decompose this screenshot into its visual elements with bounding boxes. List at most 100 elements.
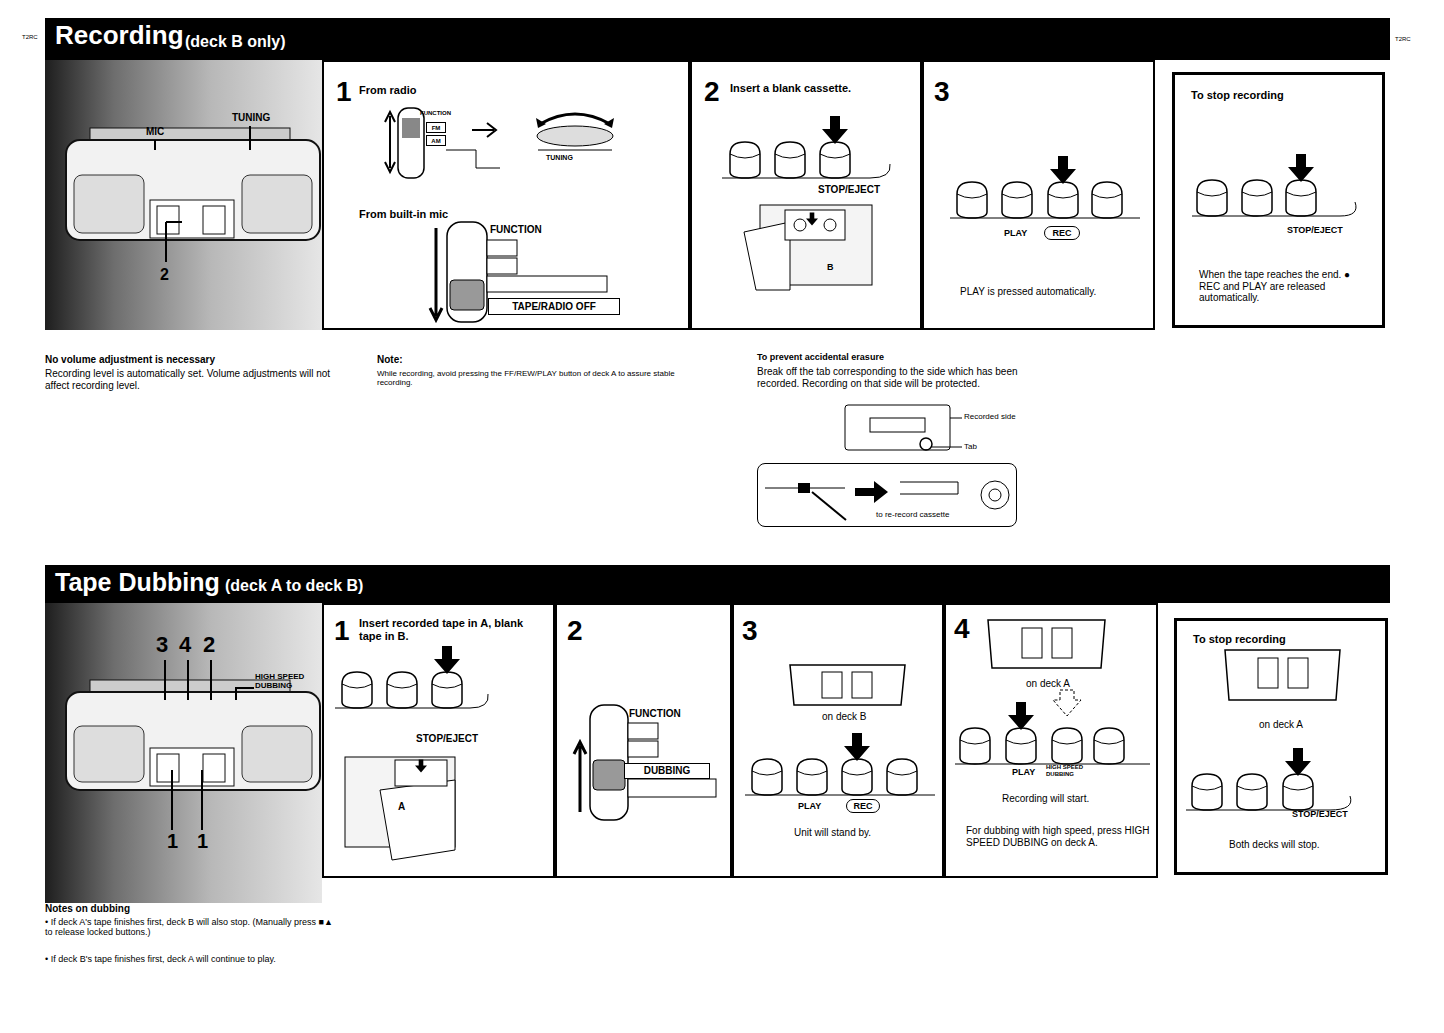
stop-panel: To stop recordingSTOP/EJECT When the tape… [1172, 72, 1385, 328]
deck-button [957, 182, 987, 218]
cassette-bay [150, 200, 234, 238]
step-number: 2 [704, 76, 720, 108]
reel [794, 219, 806, 231]
deck-button [1237, 774, 1267, 810]
switch-position-box: TAPE/RADIO OFF [488, 298, 620, 315]
node-text: on deck A [1026, 678, 1070, 690]
press-arrow [1285, 748, 1311, 776]
slide-switch [590, 705, 628, 820]
step-number: 1 [336, 76, 352, 108]
deck-door [744, 222, 790, 290]
callout-number: 4 [179, 632, 191, 657]
switch-position-box: DUBBING [624, 763, 710, 779]
node-text: STOP/EJECT [1287, 225, 1343, 235]
dial-rule [538, 150, 612, 151]
node-text: to re-record cassette [876, 510, 949, 519]
callout-number: 1 [197, 830, 208, 853]
press-arrow [1050, 156, 1076, 184]
box-label: DUBBING [644, 766, 691, 776]
tab-hole [798, 483, 810, 493]
step-number: 3 [742, 615, 758, 647]
node-text: When the tape reaches the end. ● REC and… [1199, 269, 1371, 304]
note-text: Recording level is automatically set. Vo… [45, 368, 345, 391]
note-text: • If deck A's tape finishes first, deck … [45, 917, 335, 938]
button-base [1192, 202, 1356, 216]
note-text: While recording, avoid pressing the FF/R… [377, 369, 697, 387]
note-text: No volume adjustment is necessary [45, 354, 215, 366]
speaker [242, 175, 312, 233]
note-text: T2RC [22, 34, 38, 41]
button-base [335, 694, 488, 708]
deck-b-art [745, 665, 935, 795]
radio-photo [45, 60, 322, 330]
position-box [628, 723, 658, 739]
speaker [74, 726, 144, 782]
step-number: 4 [954, 613, 970, 645]
step-panel: 4 on deck A PLAY HIGH SPEED DUBBING Recordin… [944, 603, 1158, 878]
step-arrow [855, 481, 888, 503]
speaker [242, 726, 312, 782]
band-label-box: AM [426, 135, 446, 146]
press-arrow [434, 646, 460, 674]
node-text: Recording will start. [1002, 793, 1089, 805]
press-arrow [844, 733, 870, 761]
deck-button [820, 142, 850, 178]
step-panel: 2Insert a blank cassette.STOP/EJECTB [690, 60, 922, 330]
section-band: Tape Dubbing (deck A to deck B) [45, 565, 1390, 603]
photo-background [45, 603, 322, 903]
position-box [487, 258, 517, 274]
note-text: Tab [964, 442, 977, 451]
node-text: HIGH SPEED DUBBING [1046, 764, 1090, 778]
deck-button [1092, 182, 1122, 218]
deck-button [1197, 180, 1227, 216]
position-box [487, 240, 517, 256]
note-text: HIGH SPEED DUBBING [255, 672, 307, 690]
note-text: Recorded side [964, 412, 1016, 421]
deck-button [752, 759, 782, 795]
deck-button [775, 142, 805, 178]
deck-door [790, 665, 905, 705]
section-band: Recording(deck B only) [45, 18, 1390, 60]
deck-button [1283, 774, 1313, 810]
cassette-window [203, 754, 225, 782]
node-text: PLAY [1012, 767, 1035, 777]
speaker [74, 175, 144, 233]
deck-button [1052, 728, 1082, 764]
node-text: STOP/EJECT [416, 733, 478, 745]
node-text: To stop recording [1191, 89, 1284, 102]
step-number: 3 [934, 76, 950, 108]
deck-button [1286, 180, 1316, 216]
switch-knob [450, 280, 484, 310]
note-text: Notes on dubbing [45, 903, 130, 915]
switch-knob [593, 760, 625, 790]
node-text: (deck B only) [185, 33, 285, 51]
node-text: Both decks will stop. [1229, 839, 1320, 851]
insert-tapes-art [335, 646, 488, 860]
node-text: PLAY [1004, 228, 1027, 238]
step-number: 1 [334, 615, 350, 647]
node-text: (deck A to deck B) [225, 577, 363, 595]
step-panel: 2FUNCTIONDUBBING [555, 603, 732, 878]
node-text: From radio [359, 84, 416, 97]
press-arrow [1288, 154, 1314, 182]
deck-button [432, 672, 462, 708]
cassette-edge [900, 482, 958, 494]
deck-door [380, 780, 455, 860]
node-text: B [827, 262, 834, 272]
step-panel: 1Insert recorded tape in A, blank tape i… [322, 603, 555, 878]
node-text: Tape Dubbing [55, 568, 220, 597]
deck-button [1094, 728, 1124, 764]
switch-knob [402, 118, 420, 138]
deck-button [1006, 728, 1036, 764]
deck-button [960, 728, 990, 764]
node-text: FUNCTION [490, 224, 542, 236]
slide-switch [398, 108, 424, 178]
cassette-window [1022, 628, 1042, 658]
press-arrow [822, 116, 848, 144]
reel [824, 219, 836, 231]
stop-buttons [1192, 154, 1356, 216]
button-base [1186, 796, 1351, 810]
button-base [745, 795, 935, 796]
tuning-dial [537, 126, 613, 146]
step-arrow [472, 123, 496, 137]
